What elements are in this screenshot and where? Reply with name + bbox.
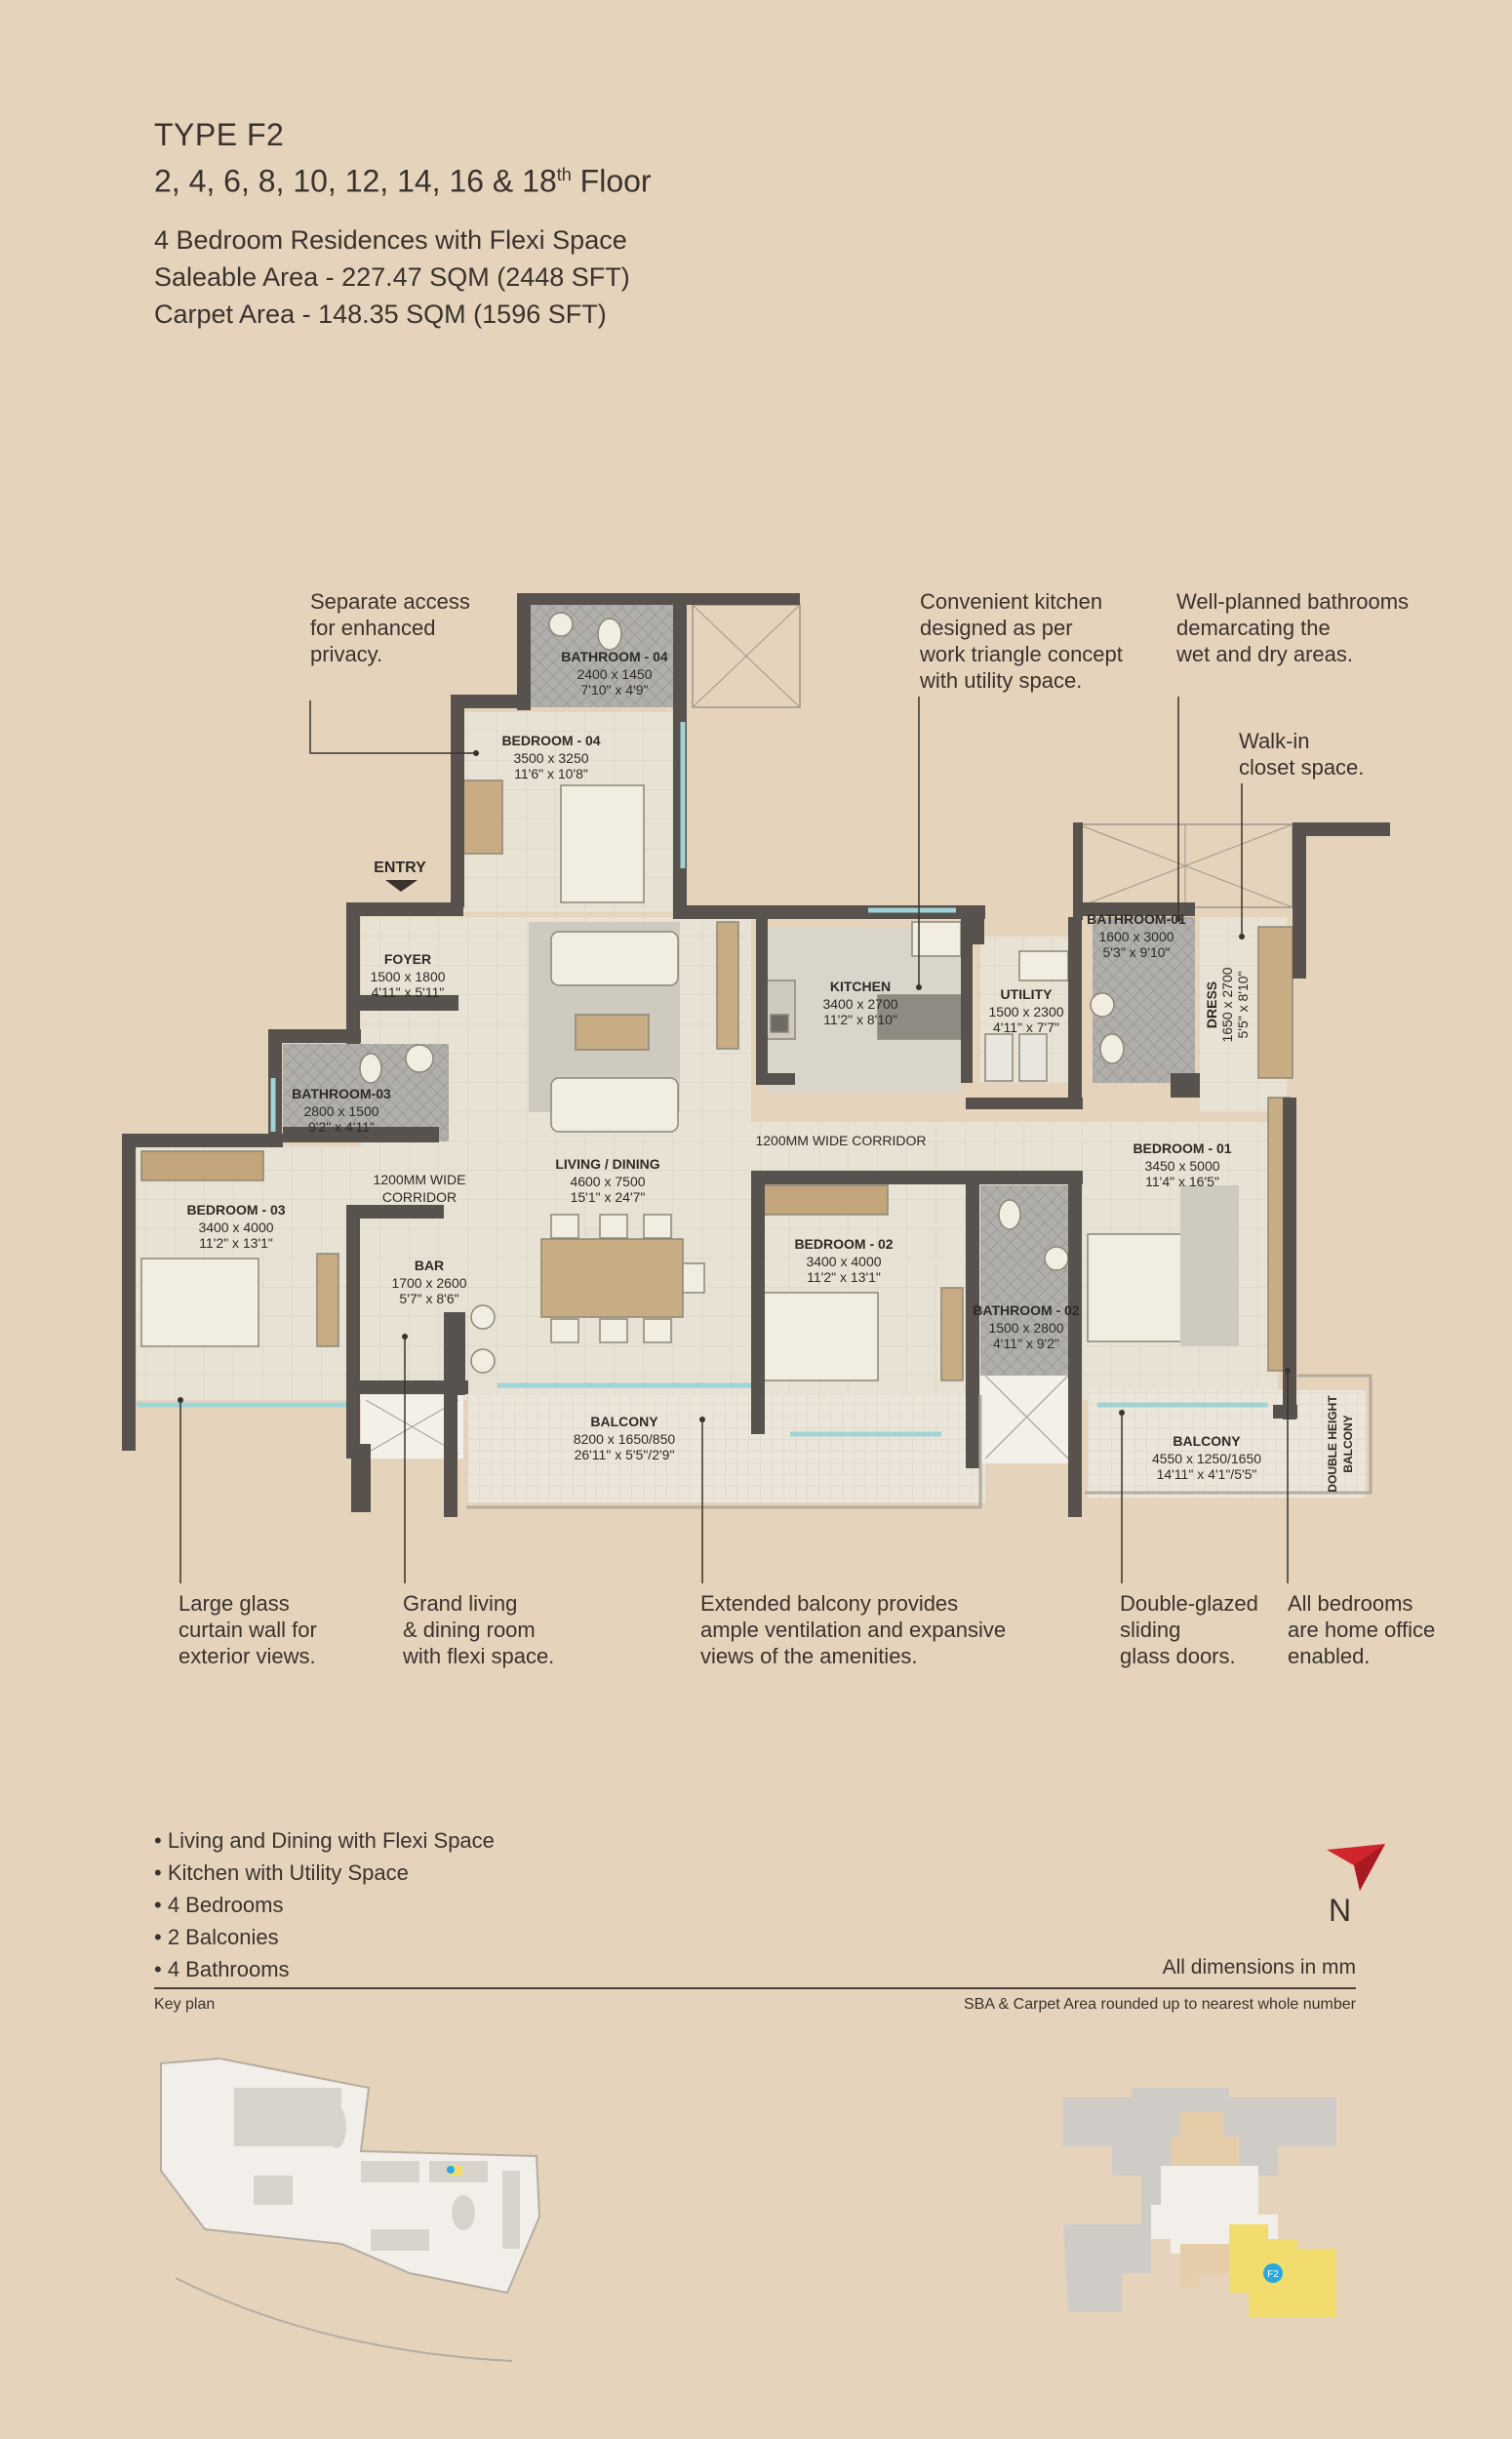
saleable-area: Saleable Area - 227.47 SQM (2448 SFT) — [154, 261, 630, 292]
room-bedroom-04: BEDROOM - 04 — [501, 733, 600, 748]
carpet-area: Carpet Area - 148.35 SQM (1596 SFT) — [154, 299, 607, 329]
entry-label: ENTRY — [374, 860, 426, 876]
room-balcony-main: BALCONY — [590, 1414, 658, 1429]
room-utility: UTILITY — [1001, 986, 1054, 1002]
feature-item: 4 Bathrooms — [154, 1953, 495, 1985]
room-bar: BAR — [415, 1258, 444, 1273]
svg-text:5'7" x 8'6": 5'7" x 8'6" — [399, 1291, 458, 1306]
svg-text:11'2" x 8'10": 11'2" x 8'10" — [823, 1012, 897, 1027]
svg-text:1500 x 2800: 1500 x 2800 — [988, 1320, 1063, 1336]
room-bathroom-03: BATHROOM-03 — [292, 1086, 391, 1101]
room-bedroom-02: BEDROOM - 02 — [794, 1236, 893, 1252]
svg-text:3400 x 2700: 3400 x 2700 — [822, 996, 897, 1012]
annotation-living: Grand living & dining room with flexi sp… — [403, 1591, 555, 1668]
header: TYPE F2 2, 4, 6, 8, 10, 12, 14, 16 & 18t… — [154, 115, 652, 333]
sba-note: SBA & Carpet Area rounded up to nearest … — [963, 1996, 1356, 2013]
svg-text:1600 x 3000: 1600 x 3000 — [1098, 929, 1174, 944]
svg-text:1500 x 1800: 1500 x 1800 — [370, 969, 445, 984]
svg-text:11'2" x 13'1": 11'2" x 13'1" — [807, 1269, 881, 1285]
leader-lines — [179, 697, 1289, 1583]
svg-text:1650 x 2700: 1650 x 2700 — [1219, 967, 1235, 1042]
svg-text:4'11" x 9'2": 4'11" x 9'2" — [993, 1336, 1059, 1351]
svg-text:14'11" x 4'1"/5'5": 14'11" x 4'1"/5'5" — [1157, 1466, 1257, 1482]
svg-text:8200 x 1650/850: 8200 x 1650/850 — [574, 1431, 676, 1447]
svg-text:3500 x 3250: 3500 x 3250 — [513, 750, 588, 766]
room-bathroom-04: BATHROOM - 04 — [561, 649, 668, 664]
annotation-doors: Double-glazed sliding glass doors. — [1120, 1591, 1258, 1668]
svg-text:3400 x 4000: 3400 x 4000 — [806, 1254, 881, 1269]
divider — [154, 1987, 1356, 1989]
room-living-dining: LIVING / DINING — [555, 1156, 659, 1172]
balcony-rails — [466, 1374, 1373, 1509]
leader-dots — [178, 750, 1291, 1422]
svg-text:CORRIDOR: CORRIDOR — [382, 1189, 457, 1205]
svg-text:2400 x 1450: 2400 x 1450 — [577, 666, 652, 682]
room-labels: BATHROOM - 04 2400 x 1450 7'10" x 4'9" B… — [186, 649, 1355, 1493]
unit-tag: F2 — [1267, 2269, 1279, 2280]
feature-item: 2 Balconies — [154, 1921, 495, 1953]
key-plan-label: Key plan — [154, 1996, 216, 2013]
svg-text:3400 x 4000: 3400 x 4000 — [198, 1220, 273, 1235]
svg-text:2800 x 1500: 2800 x 1500 — [303, 1103, 378, 1119]
room-bedroom-03: BEDROOM - 03 — [186, 1202, 285, 1218]
svg-text:3450 x 5000: 3450 x 5000 — [1144, 1158, 1219, 1174]
feature-item: Living and Dining with Flexi Space — [154, 1824, 495, 1857]
svg-text:5'3" x 9'10": 5'3" x 9'10" — [1103, 944, 1171, 960]
svg-text:26'11" x 5'5"/2'9": 26'11" x 5'5"/2'9" — [575, 1447, 675, 1462]
room-double-height-balcony: DOUBLE HEIGHT — [1326, 1395, 1339, 1493]
svg-text:15'1" x 24'7": 15'1" x 24'7" — [571, 1189, 646, 1205]
svg-text:BALCONY: BALCONY — [1341, 1415, 1355, 1472]
annotation-separate-access: Separate access for enhanced privacy. — [310, 589, 470, 666]
room-foyer: FOYER — [384, 951, 431, 967]
room-dress: DRESS — [1204, 981, 1219, 1028]
entry-arrow-icon — [385, 880, 418, 892]
svg-text:11'2" x 13'1": 11'2" x 13'1" — [199, 1235, 273, 1251]
annotation-office: All bedrooms are home office enabled. — [1288, 1591, 1436, 1668]
room-bathroom-01: BATHROOM-01 — [1087, 911, 1186, 927]
annotation-kitchen: Convenient kitchen designed as per work … — [920, 589, 1123, 693]
svg-text:1700 x 2600: 1700 x 2600 — [391, 1275, 466, 1291]
north-arrow-icon — [1327, 1844, 1385, 1891]
feature-item: Kitchen with Utility Space — [154, 1857, 495, 1889]
svg-text:9'2" x 4'11": 9'2" x 4'11" — [308, 1119, 375, 1135]
annotation-balcony: Extended balcony provides ample ventilat… — [700, 1591, 1007, 1668]
room-bathroom-02: BATHROOM - 02 — [973, 1302, 1080, 1318]
annotation-walkin: Walk-in closet space. — [1239, 729, 1365, 780]
site-key-plan — [160, 2057, 541, 2362]
north-label: N — [1329, 1893, 1352, 1928]
room-kitchen: KITCHEN — [830, 979, 891, 994]
annotation-glass: Large glass curtain wall for exterior vi… — [179, 1591, 317, 1668]
svg-text:1200MM WIDE: 1200MM WIDE — [374, 1172, 466, 1187]
annotation-bathrooms: Well-planned bathrooms demarcating the w… — [1176, 589, 1410, 666]
feature-list: Living and Dining with Flexi Space Kitch… — [154, 1824, 495, 1985]
walls — [122, 593, 1390, 1517]
svg-text:4'11" x 7'7": 4'11" x 7'7" — [993, 1020, 1059, 1035]
tower-key-plan: F2 — [1063, 2088, 1336, 2317]
svg-text:4550 x 1250/1650: 4550 x 1250/1650 — [1152, 1451, 1261, 1466]
residence-type: 4 Bedroom Residences with Flexi Space — [154, 224, 627, 255]
unit-type: TYPE F2 — [154, 117, 285, 152]
svg-text:1500 x 2300: 1500 x 2300 — [988, 1004, 1063, 1020]
room-bedroom-01: BEDROOM - 01 — [1133, 1140, 1231, 1156]
feature-item: 4 Bedrooms — [154, 1889, 495, 1921]
svg-text:5'5" x 8'10": 5'5" x 8'10" — [1235, 971, 1251, 1038]
svg-text:11'4" x 16'5": 11'4" x 16'5" — [1145, 1174, 1219, 1189]
svg-text:4'11" x 5'11": 4'11" x 5'11" — [372, 984, 445, 1000]
glazing — [137, 722, 1268, 1437]
svg-text:4600 x 7500: 4600 x 7500 — [570, 1174, 645, 1189]
room-balcony-bedroom: BALCONY — [1173, 1433, 1241, 1449]
svg-text:11'6" x 10'8": 11'6" x 10'8" — [514, 766, 588, 781]
floor-list: 2, 4, 6, 8, 10, 12, 14, 16 & 18th Floor — [154, 163, 652, 199]
corridor-label: 1200MM WIDE CORRIDOR — [755, 1133, 926, 1148]
svg-text:7'10" x 4'9": 7'10" x 4'9" — [581, 682, 649, 698]
dimensions-note: All dimensions in mm — [1162, 1956, 1356, 1979]
